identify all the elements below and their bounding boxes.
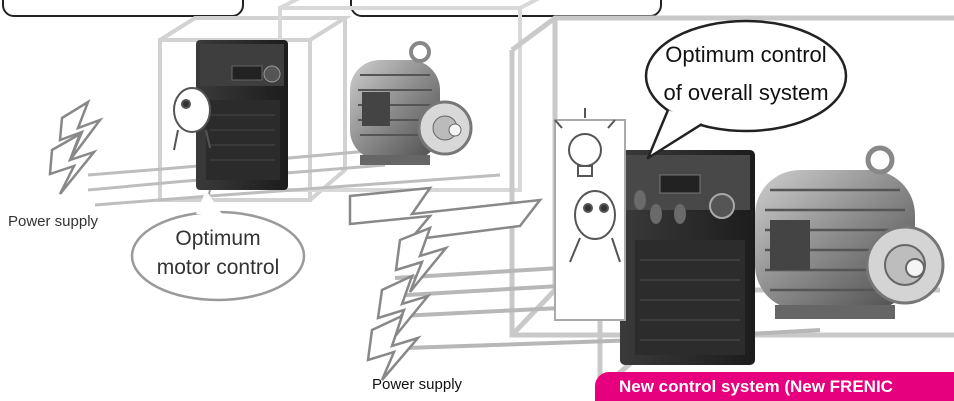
left-bubble-line-1: Optimum — [132, 226, 304, 251]
left-motor — [350, 43, 471, 165]
right-bubble-line-2: of overall system — [646, 80, 846, 106]
right-cartoon-panel — [555, 108, 625, 320]
left-lightning — [50, 102, 100, 194]
left-wiring — [88, 150, 500, 205]
right-motor — [755, 148, 943, 319]
right-power-label: Power supply — [372, 376, 462, 393]
left-power-label: Power supply — [8, 213, 98, 230]
right-bubble-line-1: Optimum control — [646, 42, 846, 68]
left-bubble-line-2: motor control — [132, 255, 304, 280]
right-inverter-device — [620, 150, 755, 365]
new-system-caption: New control system (New FRENIC — [595, 372, 954, 401]
right-lightning — [368, 228, 446, 380]
